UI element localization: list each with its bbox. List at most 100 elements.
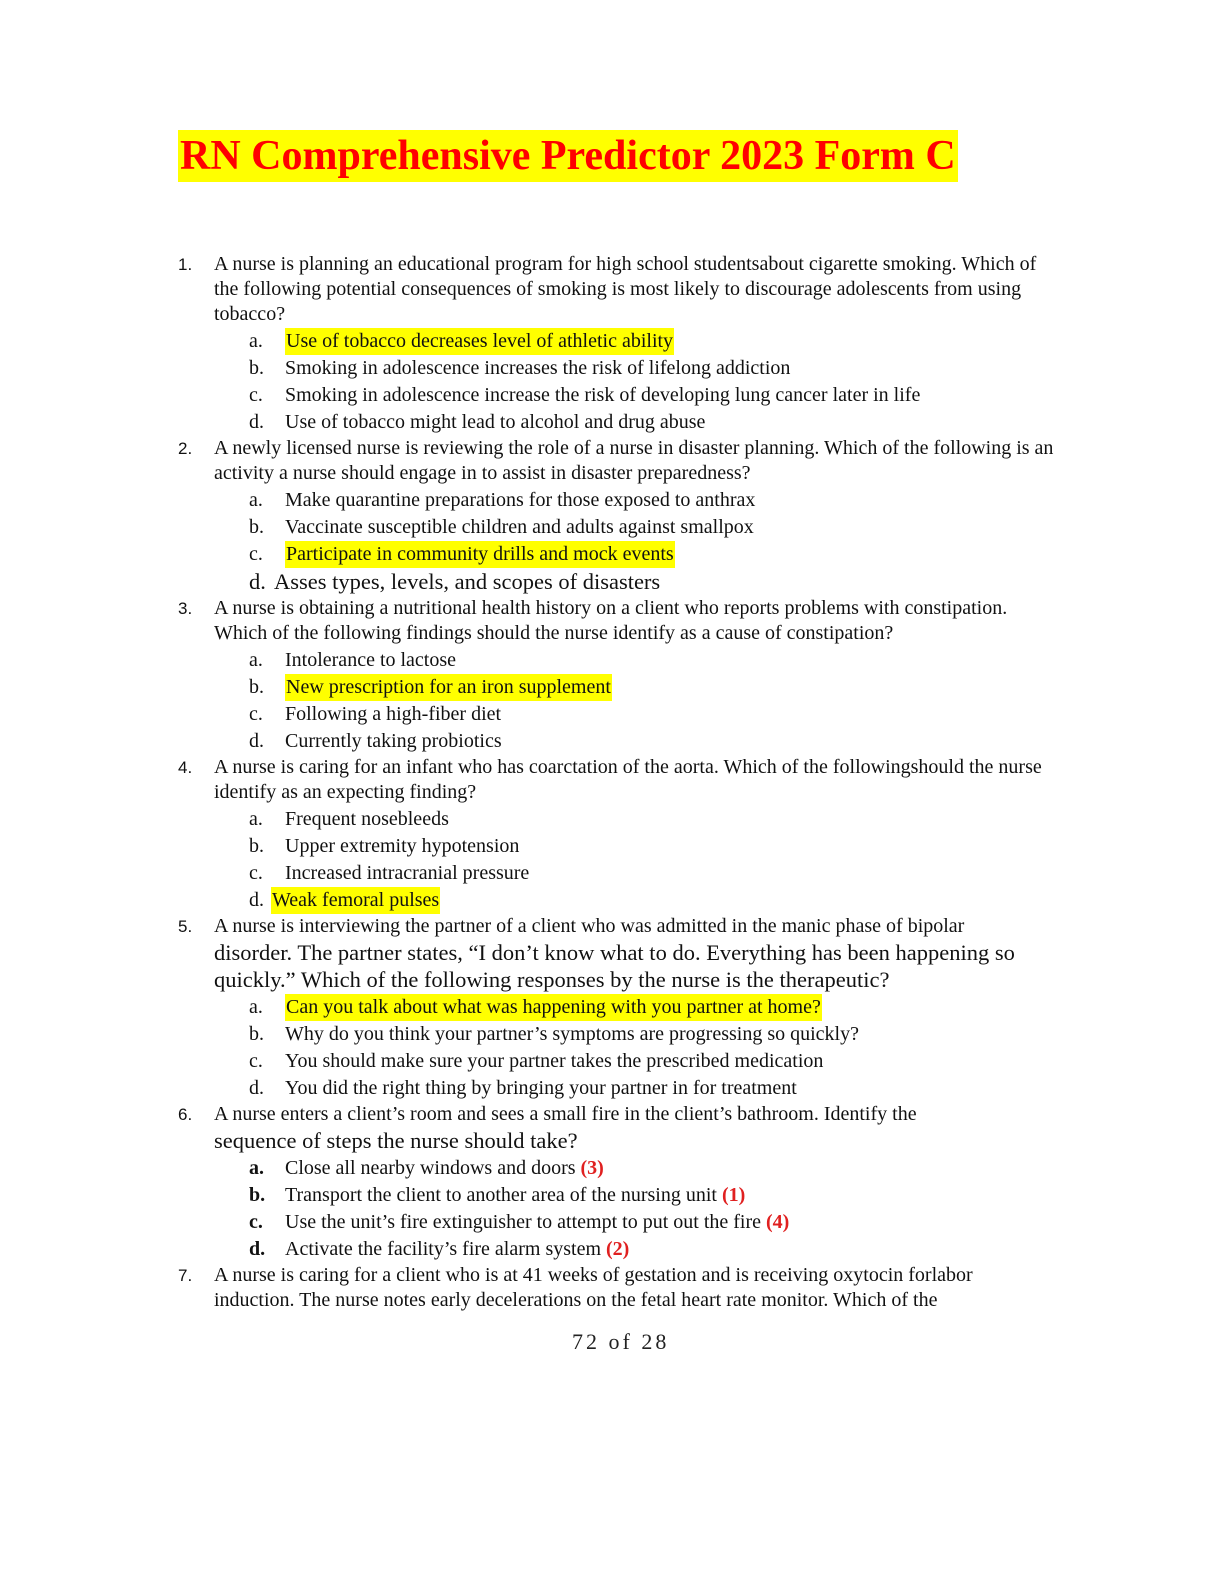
question-text-continued: sequence of steps the nurse should take?: [214, 1128, 578, 1153]
option-letter: a.: [249, 1157, 264, 1179]
answer-option: d. Activate the facility’s fire alarm sy…: [0, 1236, 1224, 1263]
option-letter: c.: [249, 384, 263, 406]
sequence-number: (1): [721, 1184, 746, 1206]
answer-option: d. You did the right thing by bringing y…: [0, 1075, 1224, 1102]
option-letter: d.: [249, 411, 264, 433]
option-text-with-sequence: Transport the client to another area of …: [285, 1182, 745, 1209]
question-number: 3.: [178, 599, 193, 618]
question-5: 5. A nurse is interviewing the partner o…: [0, 914, 1224, 1102]
question-1: 1. A nurse is planning an educational pr…: [0, 252, 1224, 436]
answer-option: a. Use of tobacco decreases level of ath…: [0, 328, 1224, 355]
option-text: Make quarantine preparations for those e…: [285, 489, 756, 511]
option-text: Smoking in adolescence increases the ris…: [285, 357, 791, 379]
answer-option: d. Use of tobacco might lead to alcohol …: [0, 409, 1224, 436]
option-text: Increased intracranial pressure: [285, 862, 530, 884]
question-text-line-1: A nurse enters a client’s room and sees …: [214, 1103, 917, 1125]
question-text: A newly licensed nurse is reviewing the …: [214, 437, 1054, 484]
answer-option: d. Weak femoral pulses: [0, 887, 1224, 914]
option-text-highlighted-answer: Can you talk about what was happening wi…: [285, 994, 822, 1021]
answer-options: a. Use of tobacco decreases level of ath…: [0, 328, 1224, 436]
option-text: Activate the facility’s fire alarm syste…: [285, 1238, 601, 1260]
option-letter: b.: [249, 1184, 266, 1206]
answer-option: b. Why do you think your partner’s sympt…: [0, 1021, 1224, 1048]
answer-options: a. Can you talk about what was happening…: [0, 994, 1224, 1102]
answer-option: b. Upper extremity hypotension: [0, 833, 1224, 860]
option-text-highlighted-answer: Weak femoral pulses: [271, 887, 441, 914]
option-letter: d.: [249, 1077, 264, 1099]
option-text-with-sequence: Close all nearby windows and doors (3): [285, 1155, 604, 1182]
option-letter: c.: [249, 1050, 263, 1072]
option-letter: d.: [249, 730, 264, 752]
answer-option: d. Currently taking probiotics: [0, 728, 1224, 755]
option-letter: c.: [249, 1211, 263, 1233]
option-letter: a.: [249, 489, 263, 511]
question-text: A nurse is obtaining a nutritional healt…: [214, 597, 1008, 644]
option-text: Vaccinate susceptible children and adult…: [285, 516, 754, 538]
question-7: 7. A nurse is caring for a client who is…: [0, 1263, 1224, 1313]
option-text: Close all nearby windows and doors: [285, 1157, 576, 1179]
option-letter: a.: [249, 996, 263, 1018]
question-number: 2.: [178, 439, 193, 458]
question-6: 6. A nurse enters a client’s room and se…: [0, 1102, 1224, 1263]
option-letter: a.: [249, 649, 263, 671]
question-number: 1.: [178, 255, 193, 274]
option-text: Currently taking probiotics: [285, 730, 502, 752]
option-text: Use the unit’s fire extinguisher to atte…: [285, 1211, 762, 1233]
option-letter: b.: [249, 357, 264, 379]
question-3: 3. A nurse is obtaining a nutritional he…: [0, 596, 1224, 755]
sequence-number: (3): [580, 1157, 604, 1179]
option-letter: d.: [249, 1238, 266, 1260]
answer-option: a. Make quarantine preparations for thos…: [0, 487, 1224, 514]
answer-option: a. Can you talk about what was happening…: [0, 994, 1224, 1021]
option-text: Transport the client to another area of …: [285, 1184, 717, 1206]
answer-option: a. Close all nearby windows and doors (3…: [0, 1155, 1224, 1182]
option-letter: a.: [249, 808, 263, 830]
option-text-highlighted-answer: Use of tobacco decreases level of athlet…: [285, 328, 675, 355]
question-number: 7.: [178, 1266, 193, 1285]
answer-option: c. Increased intracranial pressure: [0, 860, 1224, 887]
sequence-number: (2): [606, 1238, 630, 1260]
option-text-with-sequence: Activate the facility’s fire alarm syste…: [285, 1236, 629, 1263]
answer-option: b. New prescription for an iron suppleme…: [0, 674, 1224, 701]
option-text-highlighted-answer: Participate in community drills and mock…: [285, 541, 675, 568]
option-letter: c.: [249, 703, 263, 725]
sequence-number: (4): [766, 1211, 790, 1233]
option-text: You should make sure your partner takes …: [285, 1050, 824, 1072]
answer-option: a. Intolerance to lactose: [0, 647, 1224, 674]
question-text-line-2: induction. The nurse notes early deceler…: [214, 1289, 938, 1311]
title-block: RN Comprehensive Predictor 2023 Form C: [178, 130, 958, 182]
question-text-continued: disorder. The partner states, “I don’t k…: [214, 940, 1015, 992]
answer-options: a. Make quarantine preparations for thos…: [0, 487, 1224, 596]
question-number: 5.: [178, 917, 193, 936]
option-text: Asses types, levels, and scopes of disas…: [274, 569, 661, 594]
option-text: Smoking in adolescence increase the risk…: [285, 384, 921, 406]
page-title: RN Comprehensive Predictor 2023 Form C: [178, 130, 958, 182]
option-letter: b.: [249, 835, 264, 857]
question-list: 1. A nurse is planning an educational pr…: [0, 252, 1224, 1313]
option-letter: c.: [249, 543, 263, 565]
answer-option: b. Transport the client to another area …: [0, 1182, 1224, 1209]
answer-options: a. Frequent nosebleeds b. Upper extremit…: [0, 806, 1224, 914]
option-text: Why do you think your partner’s symptoms…: [285, 1023, 859, 1045]
option-text: Upper extremity hypotension: [285, 835, 520, 857]
answer-option: b. Smoking in adolescence increases the …: [0, 355, 1224, 382]
option-text: Following a high-fiber diet: [285, 703, 502, 725]
question-text-line-1: A nurse is caring for a client who is at…: [214, 1264, 973, 1286]
question-text: A nurse is caring for an infant who has …: [214, 756, 1042, 803]
answer-option: b. Vaccinate susceptible children and ad…: [0, 514, 1224, 541]
option-letter: b.: [249, 1023, 264, 1045]
option-text: Frequent nosebleeds: [285, 808, 449, 830]
option-text: Use of tobacco might lead to alcohol and…: [285, 411, 706, 433]
option-letter: c.: [249, 862, 263, 884]
option-text: You did the right thing by bringing your…: [285, 1077, 797, 1099]
option-text-with-sequence: Use the unit’s fire extinguisher to atte…: [285, 1209, 789, 1236]
option-letter: b.: [249, 676, 264, 698]
answer-option: c. You should make sure your partner tak…: [0, 1048, 1224, 1075]
question-text: A nurse is planning an educational progr…: [214, 253, 1037, 325]
answer-options: a. Close all nearby windows and doors (3…: [0, 1155, 1224, 1263]
question-2: 2. A newly licensed nurse is reviewing t…: [0, 436, 1224, 596]
question-number: 6.: [178, 1105, 193, 1124]
option-text-highlighted-answer: New prescription for an iron supplement: [285, 674, 612, 701]
answer-options: a. Intolerance to lactose b. New prescri…: [0, 647, 1224, 755]
answer-option: a. Frequent nosebleeds: [0, 806, 1224, 833]
